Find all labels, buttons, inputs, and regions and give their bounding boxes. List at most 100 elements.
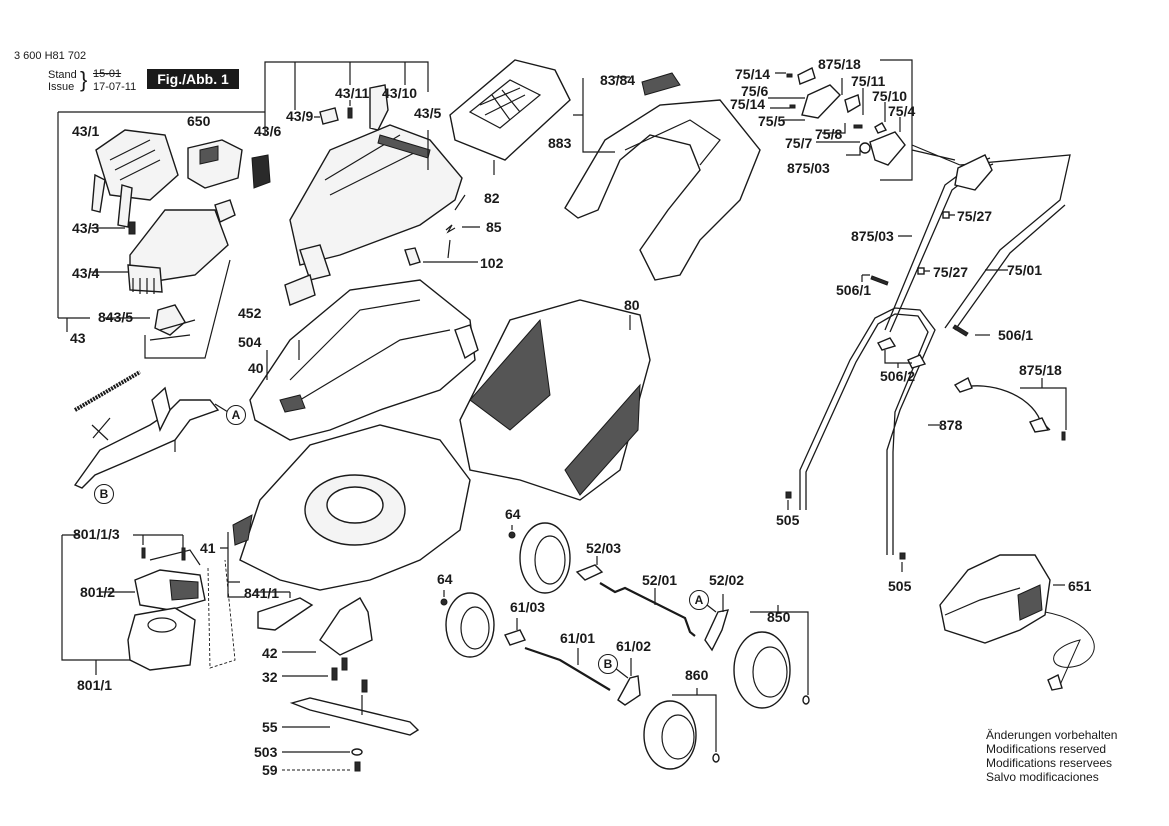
label-64a: 64 [505,506,521,522]
label-43-9: 43/9 [286,108,314,124]
deflector-42 [319,597,373,656]
battery-housing-part [127,209,229,294]
label-80: 80 [624,297,640,313]
knob-506-2b [907,354,927,369]
clip-100 [91,417,111,441]
label-32: 32 [262,669,278,685]
modifications-notice: Änderungen vorbehalten Modifications res… [986,728,1117,784]
label-43-4: 43/4 [72,265,100,281]
mulch-insert-841-1 [257,597,314,631]
label-52-01: 52/01 [642,572,678,588]
axle-52-01 [599,582,696,637]
grass-box-part [459,299,651,501]
label-75-27a: 75/27 [957,208,993,224]
bolt-59 [354,761,361,772]
label-850: 850 [767,609,791,625]
label-875-18b: 875/18 [1019,362,1062,378]
issue-label: Issue [48,81,75,93]
label-41: 41 [200,540,216,556]
label-43-5: 43/5 [414,105,442,121]
label-650: 650 [187,113,211,129]
label-59: 59 [262,762,278,778]
stand-brace: } [80,67,88,92]
label-504: 504 [238,334,262,350]
screw-32b [341,657,348,671]
spring-85 [445,194,466,259]
screw-506-1b [952,324,969,337]
label-52-02: 52/02 [709,572,745,588]
cap-64b [440,598,448,606]
label-506-1b: 506/1 [998,327,1034,343]
small-cover-part [214,199,236,223]
bracket-41 [220,532,245,598]
screw-43-3 [128,221,136,235]
height-lever-101 [73,386,220,489]
logo-452 [284,274,316,306]
label-505b: 505 [888,578,912,594]
bushing-61-03 [504,629,526,646]
clip-102 [404,247,421,266]
spring-43-11 [347,107,353,119]
label-75-14a: 75/14 [735,66,771,82]
label-75-27b: 75/27 [933,264,969,280]
safety-key-part [251,154,271,189]
grip-83-84 [641,72,681,96]
label-43-1: 43/1 [72,123,100,139]
label-75-7: 75/7 [785,135,813,151]
spring-99 [73,370,142,412]
cap-75-27b [917,267,925,275]
label-43-3: 43/3 [72,220,100,236]
bracket-875-18 [880,59,961,181]
figure-label: Fig./Abb. 1 [147,69,239,89]
label-843-5: 843/5 [98,309,134,325]
blade-55 [289,697,420,736]
discharge-flap-part [449,59,571,175]
adjuster-52-02 [704,609,730,652]
notice-line: Modifications reserved [986,742,1107,756]
lower-handle-878 [799,307,936,555]
notice-line: Modifications reservees [986,756,1113,770]
wheel-front-upper [519,522,571,594]
wheel-rear-850 [733,605,810,709]
bushing-52-03 [575,564,604,581]
electronics-801-2 [134,547,206,611]
label-75-11: 75/11 [851,73,886,89]
label-83-84: 83/84 [600,72,636,88]
bracket-43 [57,61,429,332]
label-61-01: 61/01 [560,630,596,646]
screw-505a [785,491,792,499]
label-505a: 505 [776,512,800,528]
bracket-801-1 [61,534,184,675]
cap-75-27a [942,211,950,219]
label-43-11: 43/11 [335,85,370,101]
washer-503 [351,748,363,756]
cap-64a [508,531,516,539]
label-651: 651 [1068,578,1092,594]
label-883: 883 [548,135,572,151]
latch-43-10 [369,84,389,131]
label-875-03b: 875/03 [851,228,894,244]
label-75-01: 75/01 [1007,262,1043,278]
document-number: 3 600 H81 702 [14,50,87,62]
label-42: 42 [262,645,278,661]
motor-801-1 [127,607,196,671]
label-801-1-3: 801/1/3 [73,526,120,542]
stand-value: 15-01 [93,68,122,80]
issue-value: 17-07-11 [93,81,137,93]
label-506-1a: 506/1 [836,282,872,298]
charger-651 [939,554,1095,691]
screw-32a [331,667,338,681]
screw-55 [361,679,368,693]
label-506-2: 506/2 [880,368,916,384]
label-52-03: 52/03 [586,540,622,556]
battery-pack-part [187,139,243,189]
label-61-03: 61/03 [510,599,546,615]
label-43-10: 43/10 [382,85,418,101]
label-75-4: 75/4 [888,103,916,119]
label-801-2: 801/2 [80,584,116,600]
label-85: 85 [486,219,502,235]
label-801-1: 801/1 [77,677,113,693]
label-503: 503 [254,744,278,760]
reference-marker-a: A [226,405,246,425]
